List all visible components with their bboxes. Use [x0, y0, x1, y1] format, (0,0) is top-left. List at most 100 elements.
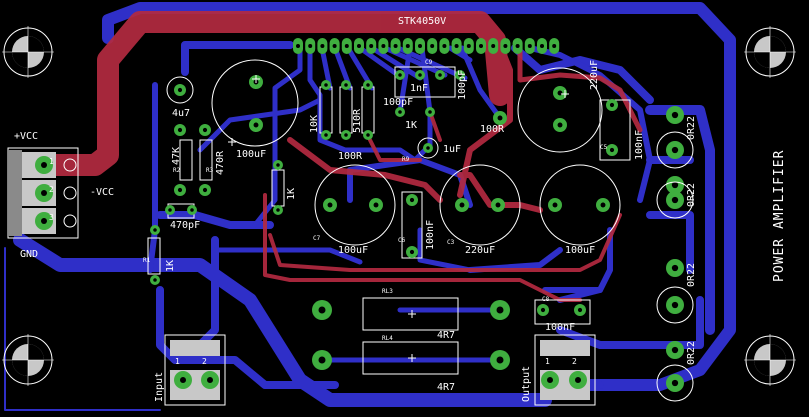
ic-pin-hole: [540, 44, 544, 48]
output-resistor-circles: [656, 131, 694, 402]
ic-pin-hole: [296, 44, 300, 48]
output-pin-1: 1: [545, 357, 550, 366]
ic-pin-hole: [442, 44, 447, 48]
res-4r7-b-label: 4R7: [437, 382, 456, 393]
pad-hole: [496, 356, 504, 364]
cap-100pf-label: 100pF: [383, 97, 414, 108]
board-title: POWER AMPLIFIER: [772, 149, 787, 282]
ic-pin-hole: [552, 44, 557, 48]
res-0r22-3-label: 0R22: [686, 262, 697, 287]
pad-hole: [344, 133, 348, 137]
pad-hole: [459, 202, 465, 208]
pad-hole: [177, 187, 183, 193]
top-copper-layer: [29, 11, 643, 302]
ic-pin-hole: [381, 44, 386, 48]
pad-hole: [671, 379, 679, 387]
res-0r22-4-label: 0R22: [686, 340, 697, 365]
cap-100uf-top-label: 100uF: [236, 149, 267, 160]
pad-hole: [366, 133, 370, 137]
res-47k-label: 47K: [171, 146, 182, 165]
ic-pin-hole: [515, 44, 520, 48]
pad-hole: [577, 307, 583, 313]
cap-100pf-b-label: 100pF: [457, 69, 468, 100]
pad-hole: [366, 83, 370, 87]
mounting-hole-top-left: [2, 26, 54, 78]
pad-hole: [409, 197, 415, 203]
cap-100nf-mid-label: 100nF: [425, 219, 436, 250]
refdes-rl4: RL4: [382, 335, 393, 342]
pad-hole: [557, 122, 563, 128]
pad-hole: [373, 202, 379, 208]
input-pin-1: 1: [175, 357, 180, 366]
pad-hole: [458, 73, 462, 77]
res-470r-label: 470R: [215, 150, 226, 175]
ic-pin-hole: [369, 44, 374, 48]
refdes-c7: C7: [313, 235, 321, 242]
res-1k-a-label: 1K: [405, 120, 418, 131]
ic-pin-hole: [344, 44, 349, 48]
ic-pin-hole: [418, 44, 422, 48]
power-terminal-block: [7, 147, 79, 239]
refdes-c8: C8: [542, 296, 550, 303]
refdes-r2: R2: [173, 167, 181, 174]
pad-hole: [671, 264, 679, 272]
polarity-marks: [228, 75, 569, 362]
ic-pin-hole: [491, 44, 496, 48]
ic-pin-hole: [320, 44, 325, 48]
cap-4u7-label: 4u7: [172, 108, 191, 119]
power-pin-3: 3: [49, 213, 54, 222]
pad-hole: [540, 307, 546, 313]
pad-hole: [428, 110, 432, 114]
res-0r22-1-label: 0R22: [686, 115, 697, 140]
pad-hole: [276, 163, 280, 167]
cap-100uf-mid-label: 100uF: [338, 245, 369, 256]
pad-hole: [276, 208, 280, 212]
mounting-hole-bottom-right: [744, 334, 796, 386]
pad-hole: [190, 208, 194, 212]
power-pin-2: 2: [49, 185, 54, 194]
res-100r-a-label: 100R: [338, 151, 363, 162]
ic-pin-hole: [430, 44, 435, 48]
pad-hole: [671, 146, 679, 154]
gnd-label: GND: [20, 249, 39, 260]
refdes-r3: R3: [206, 167, 214, 174]
vcc-pos-label: +VCC: [14, 131, 39, 142]
ic-stk4050v-pins: [293, 38, 560, 54]
pad-hole: [426, 146, 430, 150]
refdes-c5: C5: [600, 144, 608, 151]
pad-hole: [324, 83, 328, 87]
pad-hole: [327, 202, 333, 208]
bottom-copper-layer: [4, 2, 736, 411]
res-4r7-a-label: 4R7: [437, 330, 456, 341]
pad-hole: [557, 90, 563, 96]
input-pin-2: 2: [202, 357, 207, 366]
refdes-r9: R9: [402, 156, 410, 163]
pad-hole: [409, 249, 415, 255]
cap-220uf-mid-label: 220uF: [465, 245, 496, 256]
pad-hole: [153, 278, 157, 282]
res-510r-label: 510R: [352, 108, 363, 133]
input-terminal: [164, 334, 226, 406]
mounting-hole-top-right: [744, 26, 796, 78]
cap-470pf-label: 470pF: [170, 220, 201, 231]
refdes-c9: C9: [425, 59, 433, 66]
pad-hole: [324, 133, 328, 137]
pad-hole: [398, 110, 402, 114]
ic-pin-hole: [357, 44, 361, 48]
pad-hole: [671, 181, 679, 189]
pad-hole: [202, 127, 208, 133]
mounting-hole-bottom-left: [2, 334, 54, 386]
cap-1nf-label: 1nF: [410, 83, 429, 94]
ic-pin-hole: [308, 44, 313, 48]
ic-pin-hole: [332, 44, 337, 48]
ic-name-label: STK4050V: [398, 16, 447, 27]
pad-hole: [600, 202, 606, 208]
pad-hole: [318, 306, 326, 314]
pad-hole: [344, 83, 348, 87]
pad-hole: [671, 111, 679, 119]
pad-hole: [418, 73, 422, 77]
ic-pin-hole: [503, 44, 508, 48]
pad-hole: [495, 202, 501, 208]
cap-100nf-right-label: 100nF: [634, 129, 645, 160]
pad-hole: [177, 127, 183, 133]
